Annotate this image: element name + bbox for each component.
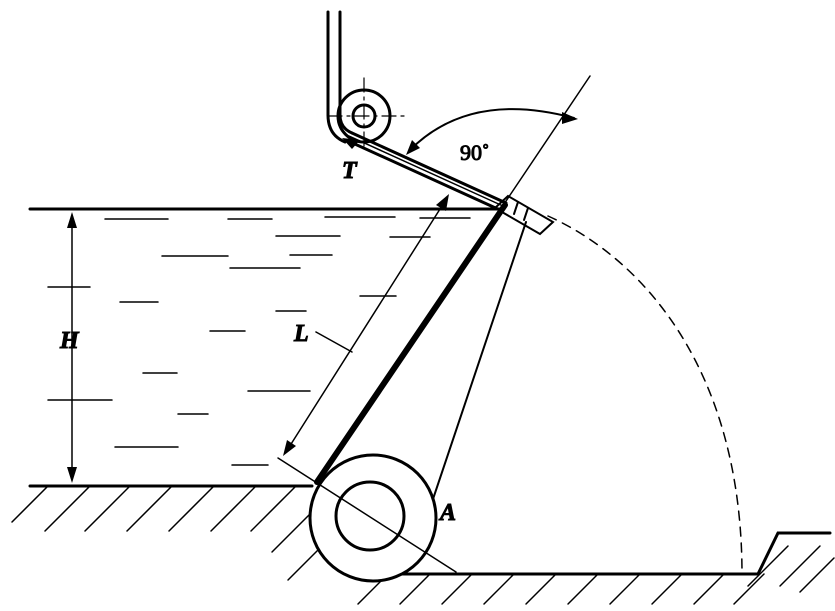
length-label: L bbox=[293, 321, 309, 347]
upper-ground-hatching bbox=[11, 485, 329, 581]
length-dimension bbox=[283, 194, 449, 456]
upper-pulley bbox=[326, 10, 405, 151]
bottom-drum bbox=[277, 453, 457, 583]
depth-label: H bbox=[59, 328, 80, 354]
angle-indicator bbox=[406, 75, 591, 211]
angle-label: 90˚ bbox=[460, 140, 489, 165]
upper-ground bbox=[11, 484, 329, 581]
lower-ground bbox=[357, 531, 835, 605]
point-a-label: A bbox=[438, 500, 456, 526]
swing-path bbox=[547, 215, 743, 575]
water bbox=[28, 207, 502, 466]
gate-back-arm bbox=[429, 221, 527, 509]
gate bbox=[314, 194, 555, 509]
lower-ground-hatching bbox=[357, 545, 835, 605]
water-ripples bbox=[104, 216, 471, 466]
depth-dimension bbox=[47, 212, 113, 483]
tension-label: T bbox=[342, 158, 358, 184]
cable bbox=[342, 131, 508, 212]
gate-leaf bbox=[314, 202, 508, 485]
